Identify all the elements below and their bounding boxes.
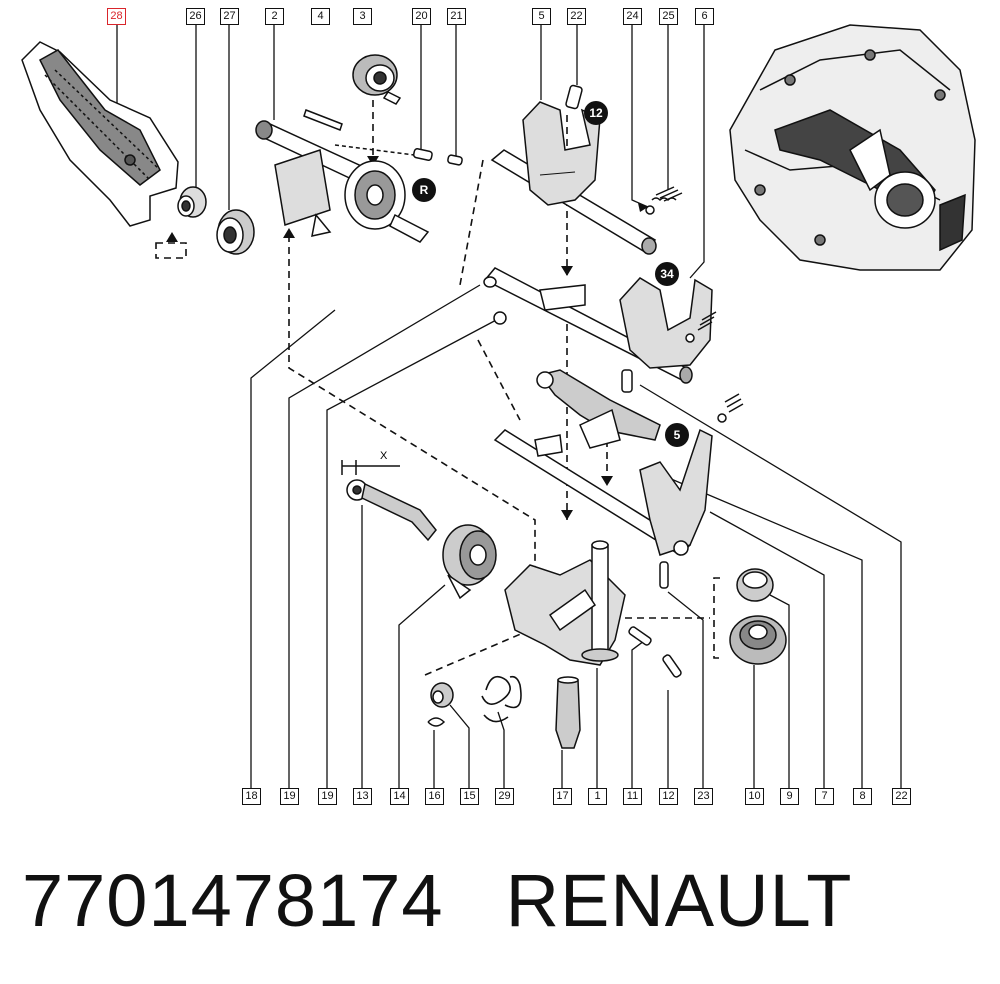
gear-marker-34: 34 <box>655 262 679 286</box>
dimension-x-label: X <box>380 450 388 462</box>
gear-marker-12: 12 <box>584 101 608 125</box>
callout-28-highlighted[interactable]: 28 <box>107 8 126 25</box>
callout-24[interactable]: 24 <box>623 8 642 25</box>
callout-11[interactable]: 11 <box>623 788 642 805</box>
callout-26[interactable]: 26 <box>186 8 205 25</box>
diagram-drawing <box>21 24 976 788</box>
callout-19b[interactable]: 19 <box>318 788 337 805</box>
gear-marker-reverse: R <box>412 178 436 202</box>
callout-4[interactable]: 4 <box>311 8 330 25</box>
callout-5[interactable]: 5 <box>532 8 551 25</box>
callout-12[interactable]: 12 <box>659 788 678 805</box>
callout-6[interactable]: 6 <box>695 8 714 25</box>
callout-14[interactable]: 14 <box>390 788 409 805</box>
callout-2[interactable]: 2 <box>265 8 284 25</box>
callout-23[interactable]: 23 <box>694 788 713 805</box>
callout-15[interactable]: 15 <box>460 788 479 805</box>
callout-16[interactable]: 16 <box>425 788 444 805</box>
gear-marker-5: 5 <box>665 423 689 447</box>
callout-21[interactable]: 21 <box>447 8 466 25</box>
part-number: 7701478174 <box>22 859 444 942</box>
callout-9[interactable]: 9 <box>780 788 799 805</box>
callout-10[interactable]: 10 <box>745 788 764 805</box>
brand-name: RENAULT <box>505 859 853 942</box>
callout-27[interactable]: 27 <box>220 8 239 25</box>
callout-13[interactable]: 13 <box>353 788 372 805</box>
callout-1[interactable]: 1 <box>588 788 607 805</box>
callout-25[interactable]: 25 <box>659 8 678 25</box>
callout-3[interactable]: 3 <box>353 8 372 25</box>
exploded-parts-diagram: 28 26 27 2 4 3 20 21 5 22 24 25 6 18 19 … <box>21 8 976 805</box>
callout-17[interactable]: 17 <box>553 788 572 805</box>
callout-7[interactable]: 7 <box>815 788 834 805</box>
product-caption: 7701478174 RENAULT <box>22 858 852 948</box>
callout-29[interactable]: 29 <box>495 788 514 805</box>
callout-19[interactable]: 19 <box>280 788 299 805</box>
callout-8[interactable]: 8 <box>853 788 872 805</box>
callout-18[interactable]: 18 <box>242 788 261 805</box>
callout-22b[interactable]: 22 <box>892 788 911 805</box>
callout-20[interactable]: 20 <box>412 8 431 25</box>
callout-22[interactable]: 22 <box>567 8 586 25</box>
